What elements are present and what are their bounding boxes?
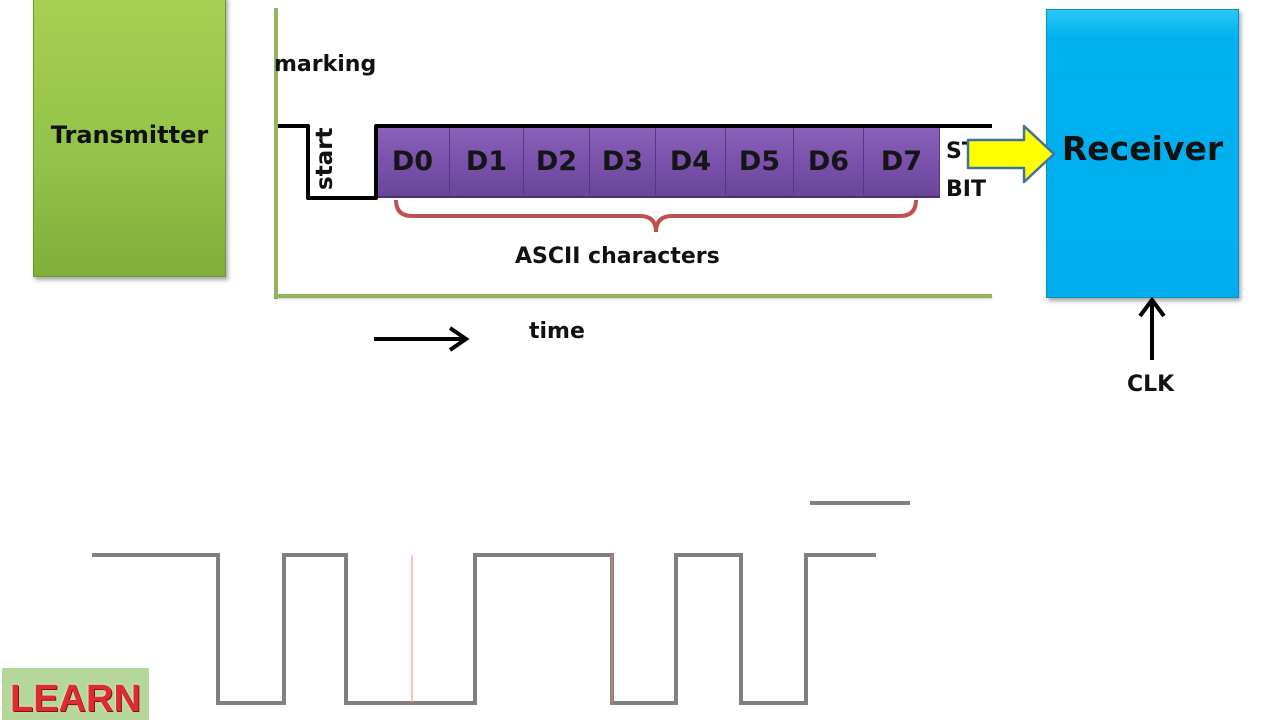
time-label: time (529, 319, 585, 344)
right-arrow-icon (966, 124, 1056, 184)
bit-label: D0 (391, 145, 434, 177)
learn-badge: LEARN (2, 668, 149, 720)
signal-trace (278, 124, 992, 200)
data-bit-d3: D3 (590, 126, 656, 198)
bit-label: D1 (465, 145, 508, 177)
bit-label: D4 (669, 145, 712, 177)
frame-left-axis (274, 8, 278, 299)
bit-label: D5 (738, 145, 781, 177)
clk-arrow-icon (1138, 296, 1166, 360)
bit-label: D6 (807, 145, 850, 177)
bit-label: D2 (535, 145, 578, 177)
ascii-characters-label: ASCII characters (515, 244, 720, 269)
data-bit-d7: D7 (864, 126, 940, 198)
frame-bottom-axis (274, 294, 992, 298)
bit-label: D3 (601, 145, 644, 177)
marking-label: marking (274, 52, 377, 77)
clk-label: CLK (1127, 372, 1175, 397)
receiver-label: Receiver (1061, 129, 1224, 168)
waveform-trace (92, 553, 876, 705)
learn-badge-label: LEARN (10, 678, 141, 720)
bit-label-stop: BIT (946, 177, 986, 202)
bit-label: D7 (880, 145, 923, 177)
data-bit-d0: D0 (376, 126, 450, 198)
transmitter-label: Transmitter (50, 120, 209, 149)
data-bit-d1: D1 (450, 126, 524, 198)
receiver-block: Receiver (1046, 9, 1239, 298)
ascii-bracket (394, 199, 918, 233)
data-bit-d2: D2 (524, 126, 590, 198)
data-bit-d5: D5 (726, 126, 794, 198)
time-arrow-icon (374, 326, 470, 352)
data-bit-d6: D6 (794, 126, 864, 198)
transmitter-block: Transmitter (33, 0, 226, 277)
data-bit-d4: D4 (656, 126, 726, 198)
